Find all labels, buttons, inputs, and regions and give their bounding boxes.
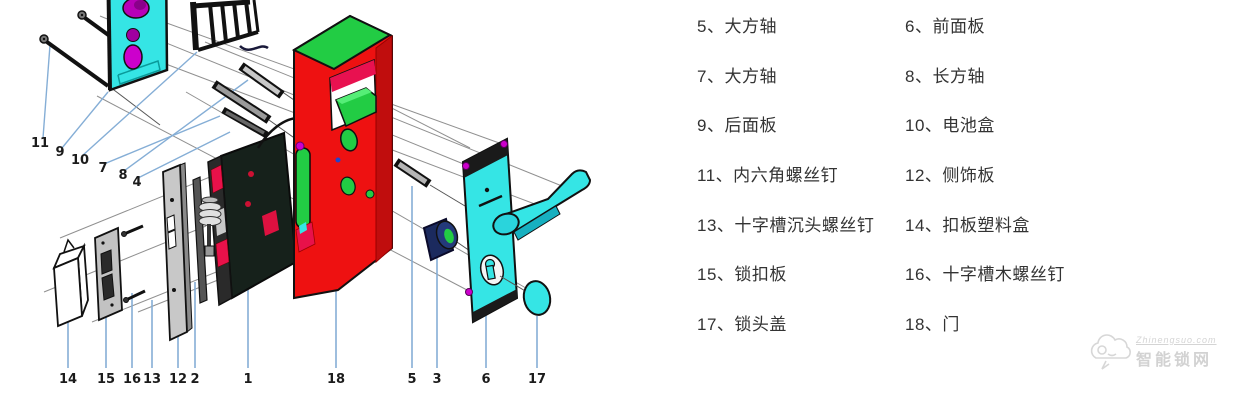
part-label-13: 13、十字槽沉头螺丝钉 [697, 215, 875, 235]
strike-plastic-box-shape [52, 238, 89, 328]
watermark: Zhinengsuo.com 智能锁网 [1086, 330, 1238, 374]
callout-7: 7 [98, 161, 107, 176]
part-label-12: 12、侧饰板 [905, 166, 995, 186]
callout-1: 1 [243, 372, 252, 387]
part-label-15: 15、锁扣板 [697, 265, 787, 285]
bottom-callout-numbers: 14 15 16 13 12 2 1 18 5 3 6 17 [59, 372, 546, 387]
callout-13: 13 [143, 372, 161, 387]
front-panel-shape [461, 137, 519, 324]
watermark-name: 智能锁网 [1136, 351, 1213, 369]
parts-list-row: 17、锁头盖 18、门 [697, 298, 1227, 348]
knob-shape [422, 217, 459, 262]
callout-9: 9 [55, 145, 64, 160]
parts-list: 5、大方轴 6、前面板 7、大方轴 8、长方轴 9、后面板 10、电池盒 11、… [697, 0, 1227, 347]
callout-16: 16 [123, 372, 141, 387]
cloud-icon [1090, 334, 1131, 370]
callout-11: 11 [31, 136, 49, 151]
callout-2: 2 [190, 372, 199, 387]
callout-10: 10 [71, 153, 89, 168]
part-label-8: 8、长方轴 [905, 66, 985, 86]
back-thin-plate-shape [192, 176, 208, 304]
part-label-16: 16、十字槽木螺丝钉 [905, 265, 1065, 285]
hex-screws [39, 10, 120, 88]
part-label-14: 14、扣板塑料盒 [905, 215, 1030, 235]
lever-handle-shape [492, 169, 592, 241]
parts-list-row: 5、大方轴 6、前面板 [697, 0, 1227, 50]
parts-list-row: 15、锁扣板 16、十字槽木螺丝钉 [697, 248, 1227, 298]
callout-12: 12 [169, 372, 187, 387]
strike-plate-shape [94, 226, 123, 322]
left-callout-numbers: 11 9 10 7 8 4 [31, 136, 142, 190]
spindle-rods [211, 62, 432, 188]
wood-screws [121, 224, 146, 303]
part-label-17: 17、锁头盖 [697, 314, 787, 334]
callout-18: 18 [327, 372, 345, 387]
callout-17: 17 [528, 372, 546, 387]
lock-body-shape [198, 116, 340, 307]
callout-14: 14 [59, 372, 77, 387]
part-label-18: 18、门 [905, 314, 960, 334]
callout-3: 3 [432, 372, 441, 387]
cylinder-cover-shape [499, 275, 552, 316]
part-label-5: 5、大方轴 [697, 17, 777, 37]
part-label-9: 9、后面板 [697, 116, 777, 136]
battery-box-shape [190, 0, 269, 52]
callout-15: 15 [97, 372, 115, 387]
part-label-6: 6、前面板 [905, 17, 985, 37]
callout-4: 4 [132, 175, 141, 190]
callout-8: 8 [118, 168, 127, 183]
callout-5: 5 [407, 372, 416, 387]
parts-list-row: 13、十字槽沉头螺丝钉 14、扣板塑料盒 [697, 198, 1227, 248]
watermark-url: Zhinengsuo.com [1136, 334, 1217, 345]
rear-panel-shape [106, 0, 169, 92]
part-label-7: 7、大方轴 [697, 66, 777, 86]
door-shape [291, 14, 393, 300]
parts-list-row: 7、大方轴 8、长方轴 [697, 50, 1227, 100]
parts-list-row: 9、后面板 10、电池盒 [697, 99, 1227, 149]
exploded-diagram-area: 14 15 16 13 12 2 1 18 5 3 6 17 11 9 10 7… [31, 0, 592, 387]
callout-6: 6 [481, 372, 490, 387]
exploded-diagram: 14 15 16 13 12 2 1 18 5 3 6 17 11 9 10 7… [31, 0, 592, 387]
watermark-text: Zhinengsuo.com 智能锁网 [1136, 335, 1217, 370]
side-plate-shape [162, 162, 193, 342]
part-label-10: 10、电池盒 [905, 116, 995, 136]
part-label-11: 11、内六角螺丝钉 [697, 166, 839, 186]
parts-list-row: 11、内六角螺丝钉 12、侧饰板 [697, 149, 1227, 199]
